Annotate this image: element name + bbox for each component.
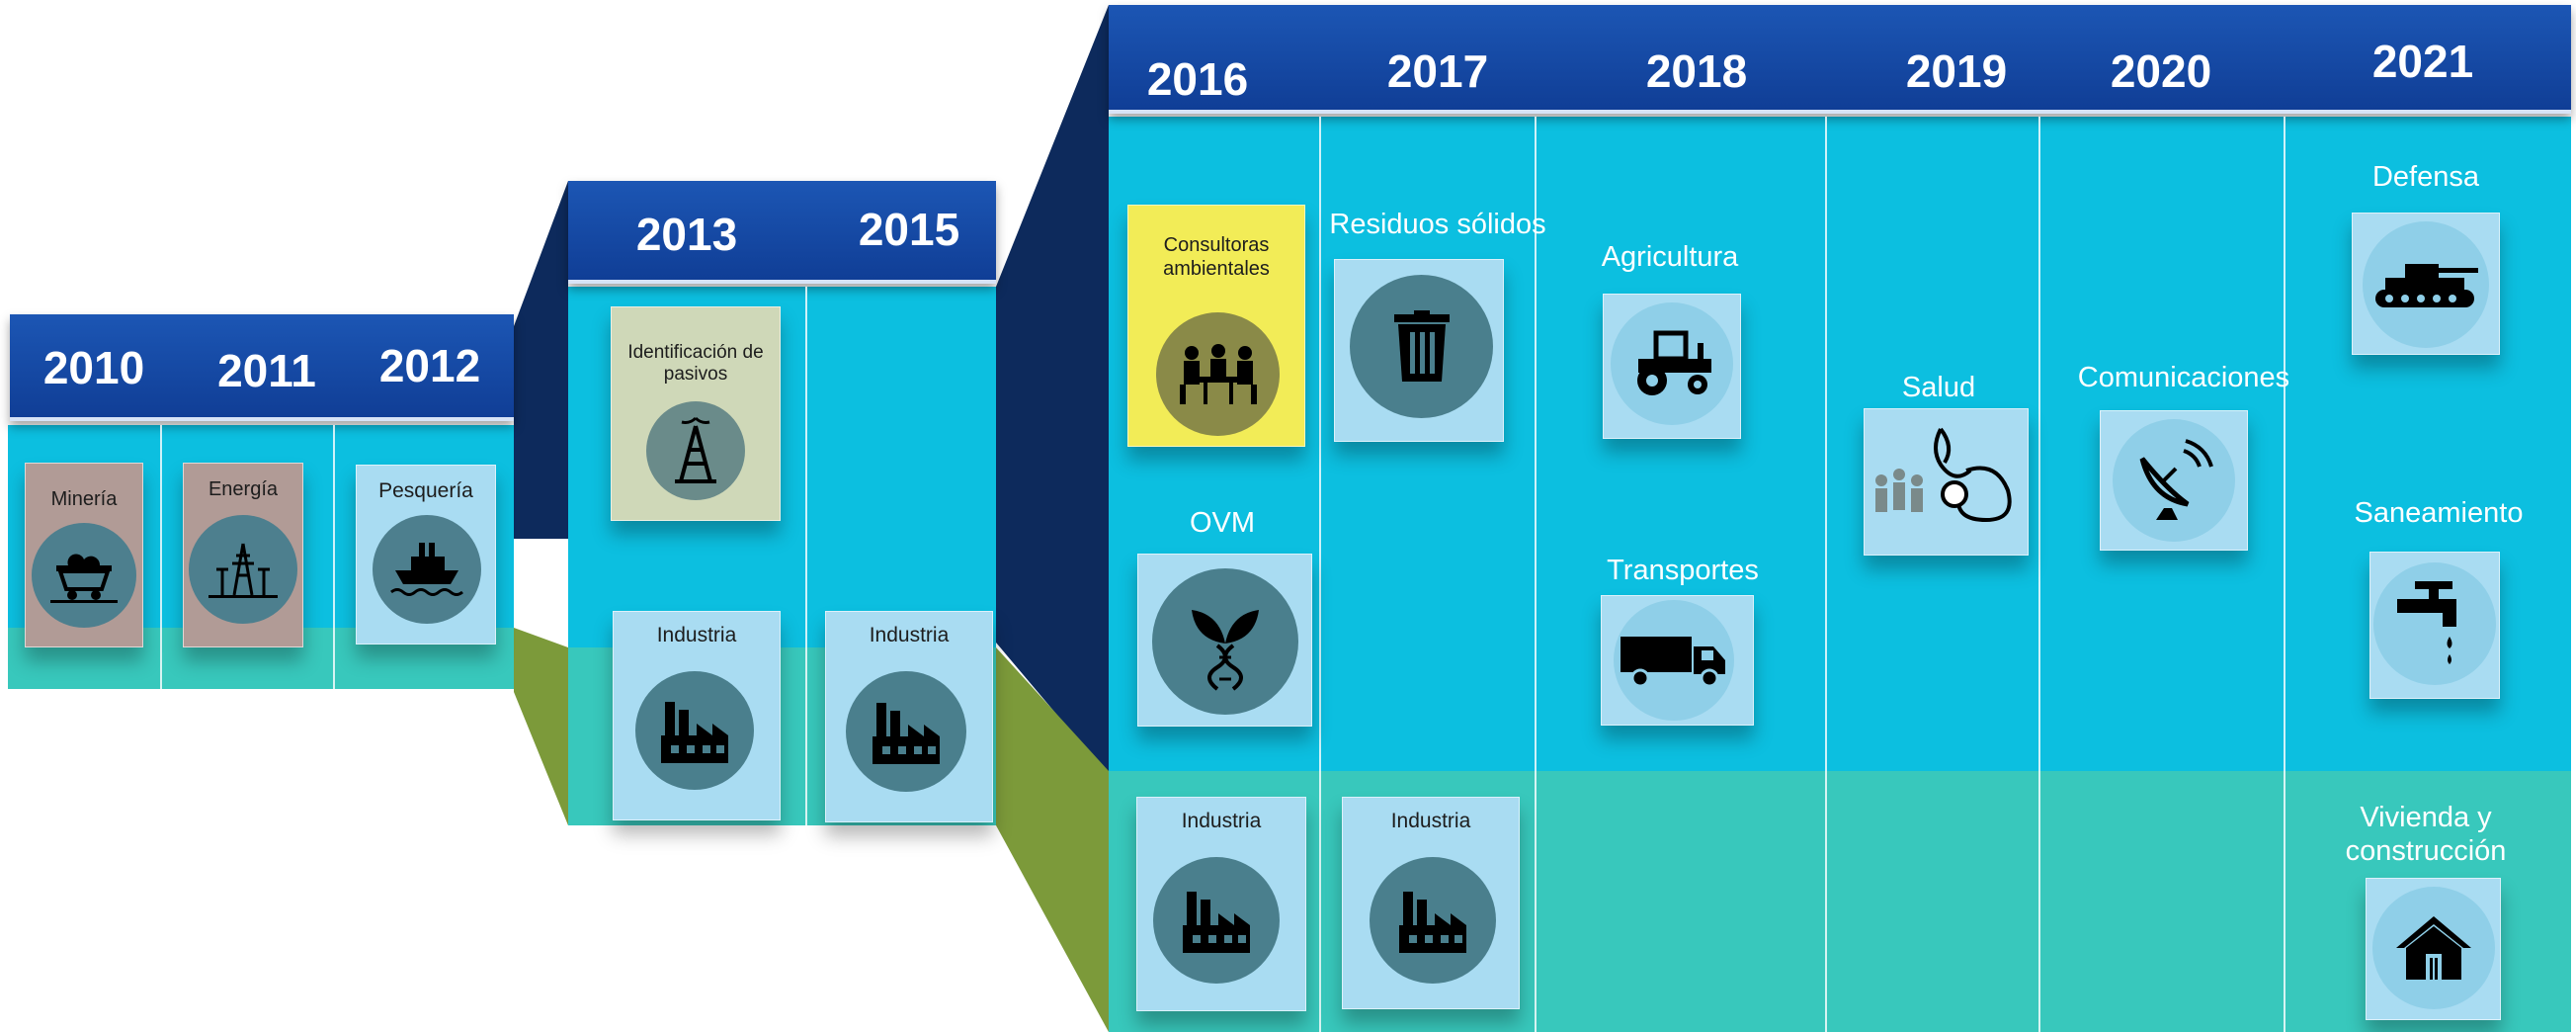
year-2019: 2019	[1905, 45, 2008, 97]
mine-cart-icon	[32, 523, 136, 628]
sector-label: Saneamiento	[2354, 497, 2524, 529]
sector-card-saneamiento	[2369, 552, 2500, 699]
sector-card-pesqueria: Pesquería	[356, 465, 496, 645]
truck-icon	[1614, 600, 1734, 721]
year-2021: 2021	[2371, 36, 2474, 87]
connector-2-green	[996, 647, 1109, 1032]
sector-label: Industria	[656, 624, 737, 646]
fishing-boat-icon	[373, 515, 481, 624]
sector-card-industria: Industria	[613, 611, 781, 820]
sector-label: Minería	[50, 488, 118, 510]
sector-label: Salud	[1901, 372, 1976, 403]
tank-icon	[2363, 221, 2489, 348]
sector-label: Identificación de pasivos	[627, 342, 764, 385]
house-icon	[2372, 887, 2495, 1009]
divider	[805, 287, 807, 825]
sector-card-agricultura	[1603, 294, 1741, 439]
divider	[1535, 117, 1537, 1032]
sector-card-comunicaciones	[2100, 410, 2248, 551]
sector-card-defensa	[2352, 213, 2500, 355]
year-2012: 2012	[378, 340, 481, 391]
sector-card-residuos-solidos	[1334, 259, 1504, 442]
sector-label: Vivienda y construcción	[2345, 802, 2507, 867]
sector-label: Pesquería	[378, 479, 473, 502]
sector-card-industria: Industria	[825, 611, 993, 822]
year-2018: 2018	[1645, 45, 1748, 97]
sector-label: Comunicaciones	[2077, 362, 2290, 393]
year-2011: 2011	[217, 345, 316, 396]
period-1-header	[10, 314, 514, 421]
connector-2-dark	[996, 5, 1109, 776]
sector-label: Residuos sólidos	[1329, 209, 1546, 240]
sector-label: Agricultura	[1601, 241, 1739, 273]
sector-card-energia: Energía	[183, 463, 303, 647]
divider	[1825, 117, 1827, 1032]
sector-label: Consultoras ambientales	[1163, 234, 1270, 280]
faucet-icon	[2373, 562, 2496, 685]
sector-card-ovm	[1137, 554, 1312, 727]
year-2010: 2010	[42, 342, 145, 393]
sector-card-industria: Industria	[1342, 797, 1520, 1009]
period-3-panel-top	[1109, 117, 2571, 771]
sector-label: Industria	[869, 624, 950, 646]
meeting-icon	[1156, 312, 1280, 436]
sector-card-identificacion-pasivos: Identificación de pasivos	[611, 306, 781, 521]
power-tower-icon	[189, 515, 297, 624]
factory-icon	[1153, 857, 1280, 984]
connector-1-green	[514, 628, 568, 825]
trash-bin-icon	[1350, 275, 1493, 418]
sector-card-industria: Industria	[1136, 797, 1306, 1011]
oil-well-icon	[646, 401, 745, 500]
sector-card-consultoras-ambientales: Consultoras ambientales	[1127, 205, 1305, 447]
year-2020: 2020	[2110, 45, 2212, 97]
sector-label: Transportes	[1607, 555, 1759, 586]
tractor-icon	[1611, 302, 1733, 425]
connector-1-dark	[514, 181, 568, 539]
factory-icon	[635, 671, 754, 790]
sector-label: Industria	[1181, 810, 1262, 832]
sector-label: OVM	[1189, 507, 1256, 539]
sector-card-vivienda	[2366, 878, 2501, 1020]
divider	[2038, 117, 2040, 1032]
sector-card-mineria: Minería	[25, 463, 143, 647]
period-2-header	[568, 181, 996, 284]
factory-icon	[846, 671, 966, 792]
sector-card-salud	[1864, 408, 2029, 556]
period-3-header	[1109, 5, 2571, 114]
sector-card-transportes	[1601, 595, 1754, 726]
divider	[160, 425, 162, 689]
sector-label: Energía	[208, 478, 279, 500]
divider	[1319, 117, 1321, 1032]
sector-label: Defensa	[2371, 161, 2479, 193]
dna-plant-icon	[1152, 568, 1298, 715]
sector-label: Industria	[1390, 810, 1471, 832]
divider	[2284, 117, 2285, 1032]
factory-icon	[1370, 857, 1496, 984]
year-2016: 2016	[1146, 53, 1249, 105]
year-2013: 2013	[635, 209, 738, 260]
divider	[333, 425, 335, 689]
year-2015: 2015	[858, 204, 960, 255]
stethoscope-icon	[1875, 427, 2012, 523]
satellite-dish-icon	[2113, 419, 2235, 542]
year-2017: 2017	[1386, 45, 1489, 97]
